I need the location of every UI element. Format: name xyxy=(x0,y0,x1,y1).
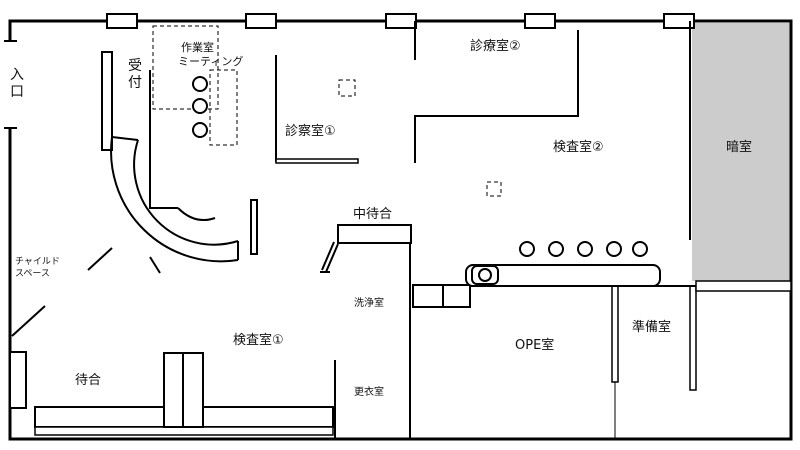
waiting-bench-front xyxy=(34,426,334,436)
label-entrance-1: 入 xyxy=(10,67,24,83)
partition-post xyxy=(250,199,258,255)
label-washroom: 洗浄室 xyxy=(354,296,384,309)
label-meeting: ミーティング xyxy=(178,54,243,68)
ope-box-1 xyxy=(412,284,444,308)
label-exam1: 検査室① xyxy=(233,332,284,348)
label-prep: 準備室 xyxy=(632,319,671,335)
label-middle-wait: 中待合 xyxy=(353,207,392,222)
sink-drain xyxy=(478,268,492,282)
dashed-marker-2 xyxy=(486,181,502,197)
prep-room-left-wall xyxy=(611,285,619,383)
label-darkroom: 暗室 xyxy=(726,139,752,155)
ope-chairs xyxy=(519,241,648,257)
label-workroom: 作業室 xyxy=(181,40,214,54)
darkroom-bottom-wall xyxy=(695,280,792,292)
label-entrance-2: 口 xyxy=(10,84,24,100)
middle-wait-door-1 xyxy=(321,241,335,271)
label-waiting: 待合 xyxy=(75,373,101,388)
consult1-walls xyxy=(275,55,358,162)
darkroom-area xyxy=(692,23,791,281)
dashed-marker-1 xyxy=(338,79,356,97)
child-space-diagonal-1 xyxy=(87,247,113,271)
ope-box-2 xyxy=(442,284,471,308)
curved-desk xyxy=(133,139,239,246)
curved-reception-wall xyxy=(110,136,239,263)
meeting-chairs xyxy=(192,76,208,138)
label-reception-2: 付 xyxy=(128,75,142,91)
child-space-diagonal-2 xyxy=(11,305,46,337)
label-reception-1: 受 xyxy=(128,58,142,74)
label-child-space-2: スペース xyxy=(15,269,50,279)
label-consult1: 診察室① xyxy=(285,123,336,139)
middle-wait-door-2 xyxy=(325,243,339,273)
curve-end-top xyxy=(111,136,139,141)
label-changing: 更衣室 xyxy=(354,385,384,398)
left-wall-panel xyxy=(9,351,27,409)
reception-counter xyxy=(101,51,113,151)
label-exam2: 検査室② xyxy=(553,139,604,155)
label-ope: OPE室 xyxy=(515,337,554,353)
waiting-column-2 xyxy=(182,352,204,428)
consult2-walls xyxy=(414,30,579,163)
consult1-bottom xyxy=(275,158,359,164)
workroom-partition-curve xyxy=(177,207,216,221)
workroom-partition xyxy=(149,70,178,209)
meeting-dashed xyxy=(209,69,238,146)
label-consult2: 診療室② xyxy=(470,38,521,54)
windows xyxy=(106,13,695,29)
curve-tick xyxy=(149,256,161,274)
prep-room-right-wall xyxy=(689,285,697,391)
middle-wait-bench xyxy=(337,224,412,244)
label-child-space-1: チャイルド xyxy=(15,256,60,267)
workroom-dashed xyxy=(152,25,219,110)
waiting-column-1 xyxy=(163,352,184,428)
